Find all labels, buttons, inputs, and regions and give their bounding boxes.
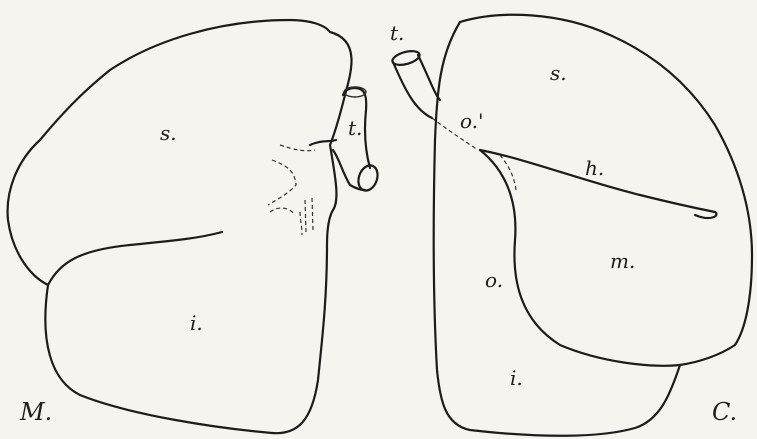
- right-label-inferior: i.: [510, 366, 523, 390]
- left-trachea: [268, 87, 381, 235]
- right-label-horizontal: h.: [585, 156, 604, 180]
- left-bronchus-dashes-2: [268, 160, 296, 205]
- left-bronchus-dashes-4: [305, 198, 313, 232]
- left-label-inferior: i.: [190, 311, 203, 335]
- right-caption: C.: [712, 398, 737, 426]
- right-label-opening-upper: o.': [460, 109, 484, 133]
- left-lobe-fissure: [48, 232, 222, 285]
- right-lung-outline: [434, 15, 752, 436]
- right-label-opening: o.: [485, 268, 503, 292]
- left-label-superior: s.: [160, 121, 177, 145]
- left-lung-outline: [8, 20, 352, 433]
- left-lung: [8, 20, 352, 433]
- right-oblique-fissure: [480, 150, 680, 366]
- left-bronchus-dashes-3: [270, 208, 302, 235]
- left-caption: M.: [19, 398, 52, 426]
- right-lung: [434, 15, 752, 436]
- right-trachea-opening: [391, 49, 421, 68]
- right-label-trachea: t.: [390, 21, 404, 45]
- right-label-middle: m.: [610, 249, 635, 273]
- right-label-superior: s.: [550, 61, 567, 85]
- left-label-trachea: t.: [348, 116, 362, 140]
